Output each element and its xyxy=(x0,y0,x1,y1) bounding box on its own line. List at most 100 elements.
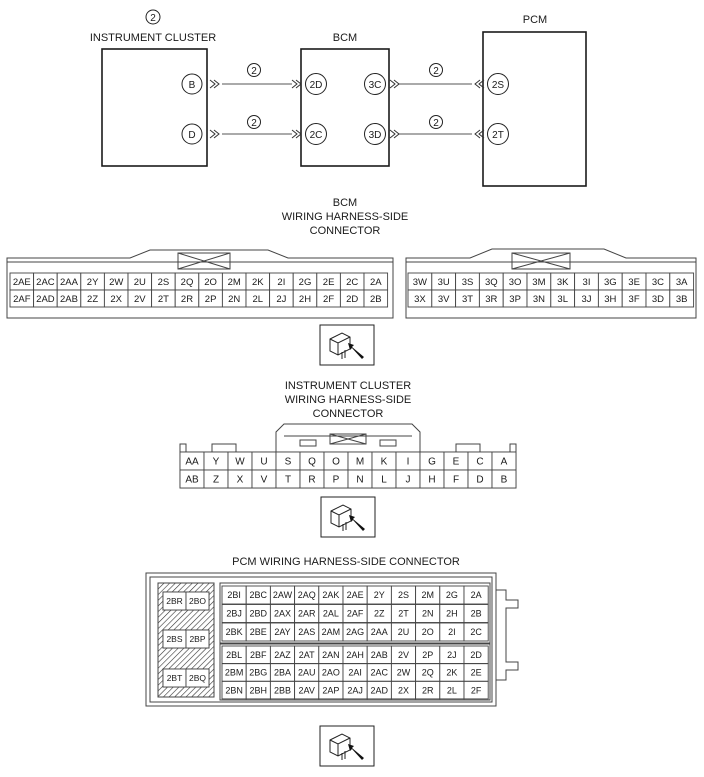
pin-cell: 3O xyxy=(502,272,528,291)
pin-label: 2G xyxy=(446,590,458,600)
pin-label: 2N xyxy=(422,609,434,619)
pin-label: 2O xyxy=(422,627,434,637)
pin-label: 2BF xyxy=(250,650,267,660)
pin-label: 2K xyxy=(446,668,457,678)
wire-marker: 2 xyxy=(429,63,443,77)
pin-label: 2BA xyxy=(274,668,291,678)
pin-label: 2A xyxy=(370,277,382,288)
pin-cell: 2AF xyxy=(342,604,368,623)
pin-label: 2Q xyxy=(181,277,194,288)
pin-label: V xyxy=(261,475,268,486)
svg-text:2: 2 xyxy=(433,66,439,77)
pin-label: E xyxy=(453,457,460,468)
pin-label: 2BS xyxy=(166,634,182,644)
pin-label: 3O xyxy=(509,277,522,288)
pin-cell: 2AN xyxy=(318,645,344,664)
pin-label: 2BP xyxy=(189,634,205,644)
pin-cell: 2H xyxy=(292,289,318,308)
pin-cell: 2AA xyxy=(56,272,82,291)
pin-cell: 2BT xyxy=(162,668,187,688)
pin-cell: 2S xyxy=(390,585,417,605)
pin-cell: 3D xyxy=(645,289,671,308)
pin-label: 2BI xyxy=(227,590,241,600)
pin-label: D xyxy=(476,475,483,486)
pin-label: M xyxy=(356,457,364,468)
pin-label: 2W xyxy=(397,668,411,678)
pin-label: 2AM xyxy=(322,627,341,637)
pin-cell: 2AG xyxy=(342,622,368,642)
pin-label: 2U xyxy=(134,277,146,288)
pin-label: 2B xyxy=(471,609,482,619)
pin-label: 2BR xyxy=(166,596,183,606)
pin-label: C xyxy=(476,457,483,468)
pin-label: 2J xyxy=(447,650,457,660)
cluster-module-label: INSTRUMENT CLUSTER xyxy=(90,32,216,44)
pin-label: T xyxy=(285,475,291,486)
bcm-block-b-housing xyxy=(405,248,697,319)
pin-label: 2K xyxy=(252,277,264,288)
pin-cell: 2M xyxy=(415,585,441,605)
pin-label: 2AE xyxy=(13,277,31,288)
pin-cell: 2BE xyxy=(245,622,271,642)
pin-cell: 3E xyxy=(621,272,647,291)
pin-cell: 2N xyxy=(415,604,441,623)
pin-cell: I xyxy=(395,451,421,471)
pin-cell: 2P xyxy=(198,289,223,308)
pin-cell: 2AI xyxy=(342,663,368,682)
pin-cell: 2BS xyxy=(162,629,187,649)
pin-label: 2P xyxy=(205,294,217,305)
pin-label: 3A xyxy=(676,277,688,288)
cluster-connector-title-line: INSTRUMENT CLUSTER xyxy=(285,380,411,392)
pin-cell: 3R xyxy=(478,289,504,308)
pin-cell: W xyxy=(227,451,253,471)
bcm-module xyxy=(300,48,390,167)
pin-cell: 2BF xyxy=(245,645,271,664)
pin-label: 2AU xyxy=(298,668,316,678)
terminal-bcm-2d: 2D xyxy=(305,73,327,95)
pin-cell: 3K xyxy=(550,272,576,291)
pin-label: 2Y xyxy=(87,277,99,288)
pin-cell: 2BK xyxy=(221,622,247,642)
pin-label: 2BK xyxy=(226,627,243,637)
pin-label: K xyxy=(381,457,388,468)
pin-cell: 2G xyxy=(439,585,465,605)
pin-label: 3D xyxy=(652,294,664,305)
pin-cell: 2F xyxy=(316,289,341,308)
terminal-bcm-2c: 2C xyxy=(305,123,327,145)
pin-label: 2E xyxy=(471,668,482,678)
pin-cell: 2D xyxy=(463,645,489,664)
pin-label: 2AK xyxy=(322,590,339,600)
pin-cell: 2V xyxy=(127,289,153,308)
pin-label: 2AI xyxy=(348,668,362,678)
pin-label: 3B xyxy=(676,294,688,305)
pin-cell: 3Q xyxy=(478,272,504,291)
pin-label: 3H xyxy=(604,294,616,305)
pin-cell: 2BB xyxy=(269,680,296,700)
pin-label: 2G xyxy=(299,277,312,288)
pin-label: 2F xyxy=(471,685,482,695)
note-marker-circle xyxy=(145,9,161,25)
pin-label: U xyxy=(260,457,267,468)
pin-label: 2W xyxy=(109,277,123,288)
pin-label: 2Y xyxy=(374,590,385,600)
pin-cell: T xyxy=(275,469,301,489)
pin-label: X xyxy=(237,475,244,486)
pin-label: 2I xyxy=(448,627,456,637)
pin-cell: 2BG xyxy=(245,663,271,682)
pin-label: 2BG xyxy=(249,668,267,678)
pin-label: 2L xyxy=(253,294,264,305)
pin-cell: 2BD xyxy=(245,604,271,623)
pin-label: 2B xyxy=(370,294,382,305)
pin-cell: 2BI xyxy=(221,585,247,605)
connector-view-icon xyxy=(320,496,376,538)
pin-cell: 2V xyxy=(390,645,417,664)
pin-cell: 2O xyxy=(415,622,441,642)
pin-cell: 2Z xyxy=(80,289,105,308)
pin-cell: 2AT xyxy=(294,645,320,664)
pin-cell: 2Y xyxy=(80,272,105,291)
